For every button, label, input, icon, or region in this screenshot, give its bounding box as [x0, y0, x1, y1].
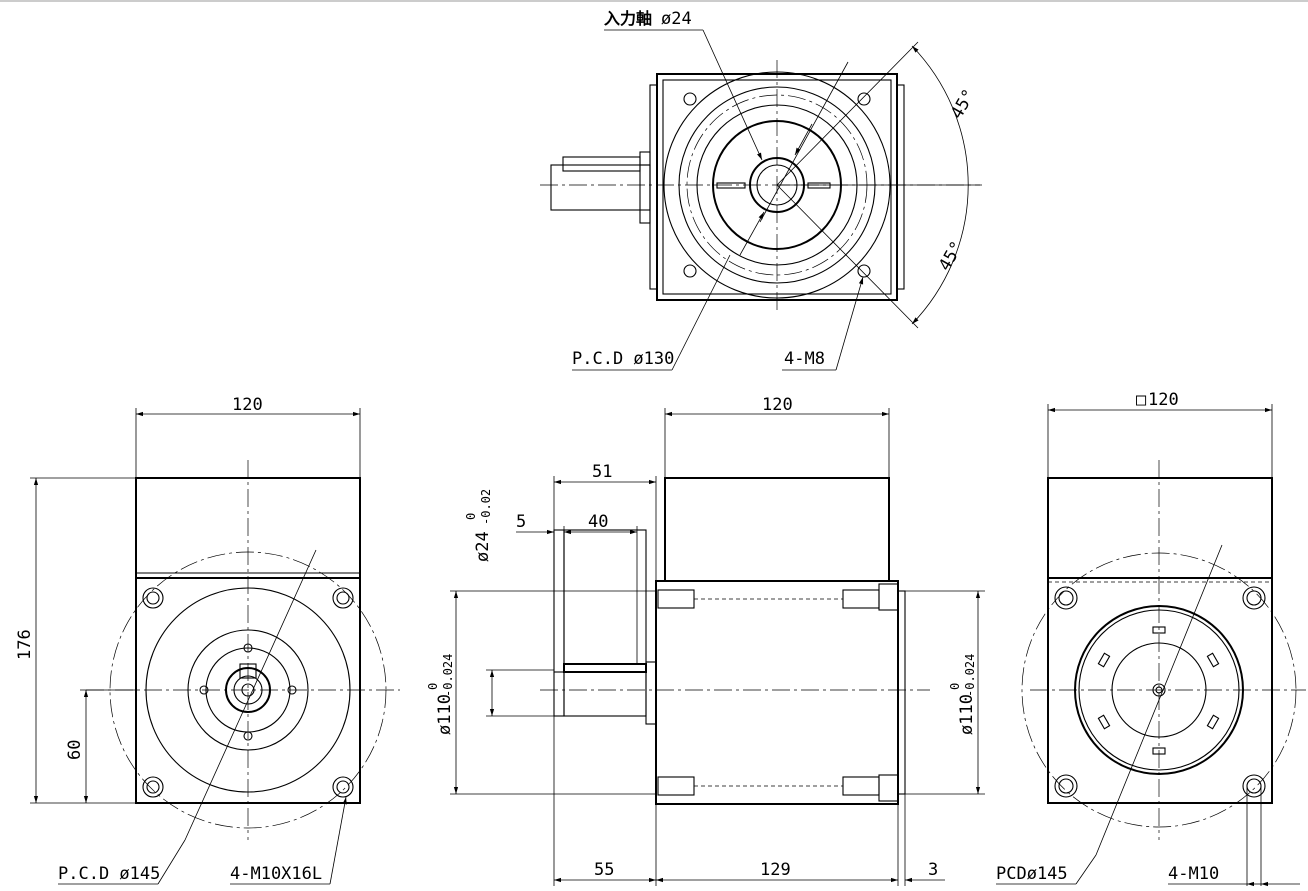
left-pcd-label: P.C.D ø145 [58, 864, 160, 884]
right-pcd-label: PCDø145 [996, 864, 1068, 884]
input-shaft-label: 入力軸 [604, 9, 652, 28]
side-pilot-dia-right-base: ø110 [957, 694, 977, 735]
side-key-length-dim: 40 [588, 512, 608, 532]
right-bolt-holes [1054, 586, 1266, 798]
left-tap-label: 4-M10X16L [230, 864, 322, 884]
side-shoulder-dim: 5 [516, 512, 526, 532]
side-shaft-length-dim: 51 [592, 462, 612, 482]
right-tap-label: 4-M10 [1168, 864, 1219, 884]
right-square-dim: 120 [1148, 390, 1179, 410]
side-bottom-dim-right: 3 [928, 860, 938, 880]
side-shaft-dia-tol-upper: 0 [464, 513, 478, 520]
input-shaft-dia: ø24 [661, 9, 692, 29]
side-pilot-dia-right-tol-upper: 0 [948, 683, 962, 690]
side-pilot-dia-left-tol-lower: -0.024 [441, 654, 455, 697]
right-view: □ 120 PCDø145 4-M10 [996, 390, 1306, 887]
left-view: 120 176 60 P.C.D ø145 4-M10X16L [15, 395, 400, 885]
right-square-symbol: □ [1136, 390, 1147, 410]
side-bottom-dim-mid: 129 [760, 860, 791, 880]
left-width-dim: 120 [232, 395, 263, 415]
angle-top-label: 45° [947, 86, 980, 123]
side-pilot-dia-right-tol-lower: -0.024 [963, 654, 977, 697]
left-center-height-dim: 60 [65, 740, 85, 760]
side-bottom-dim-left: 55 [594, 860, 614, 880]
side-body-width-dim: 120 [762, 395, 793, 415]
angle-bottom-label: 45° [935, 238, 968, 275]
side-view: 51 40 5 120 ø24 0 -0.02 ø110 0 -0.024 ø1… [426, 395, 985, 886]
top-bolt-holes [683, 92, 871, 278]
side-pilot-dia-left-tol-upper: 0 [426, 683, 440, 690]
left-bolt-holes [142, 587, 354, 798]
side-shaft-dia-tol-lower: -0.02 [479, 489, 493, 525]
left-height-dim: 176 [15, 629, 35, 660]
side-shaft-dia-base: ø24 [473, 531, 493, 562]
side-pilot-dia-left-base: ø110 [435, 694, 455, 735]
top-view: 45° 45° 入力軸 ø24 P.C.D ø130 4-M8 [540, 9, 982, 371]
right-slots [1097, 626, 1220, 755]
top-pcd-label: P.C.D ø130 [572, 349, 674, 369]
top-tap-label: 4-M8 [784, 349, 825, 369]
